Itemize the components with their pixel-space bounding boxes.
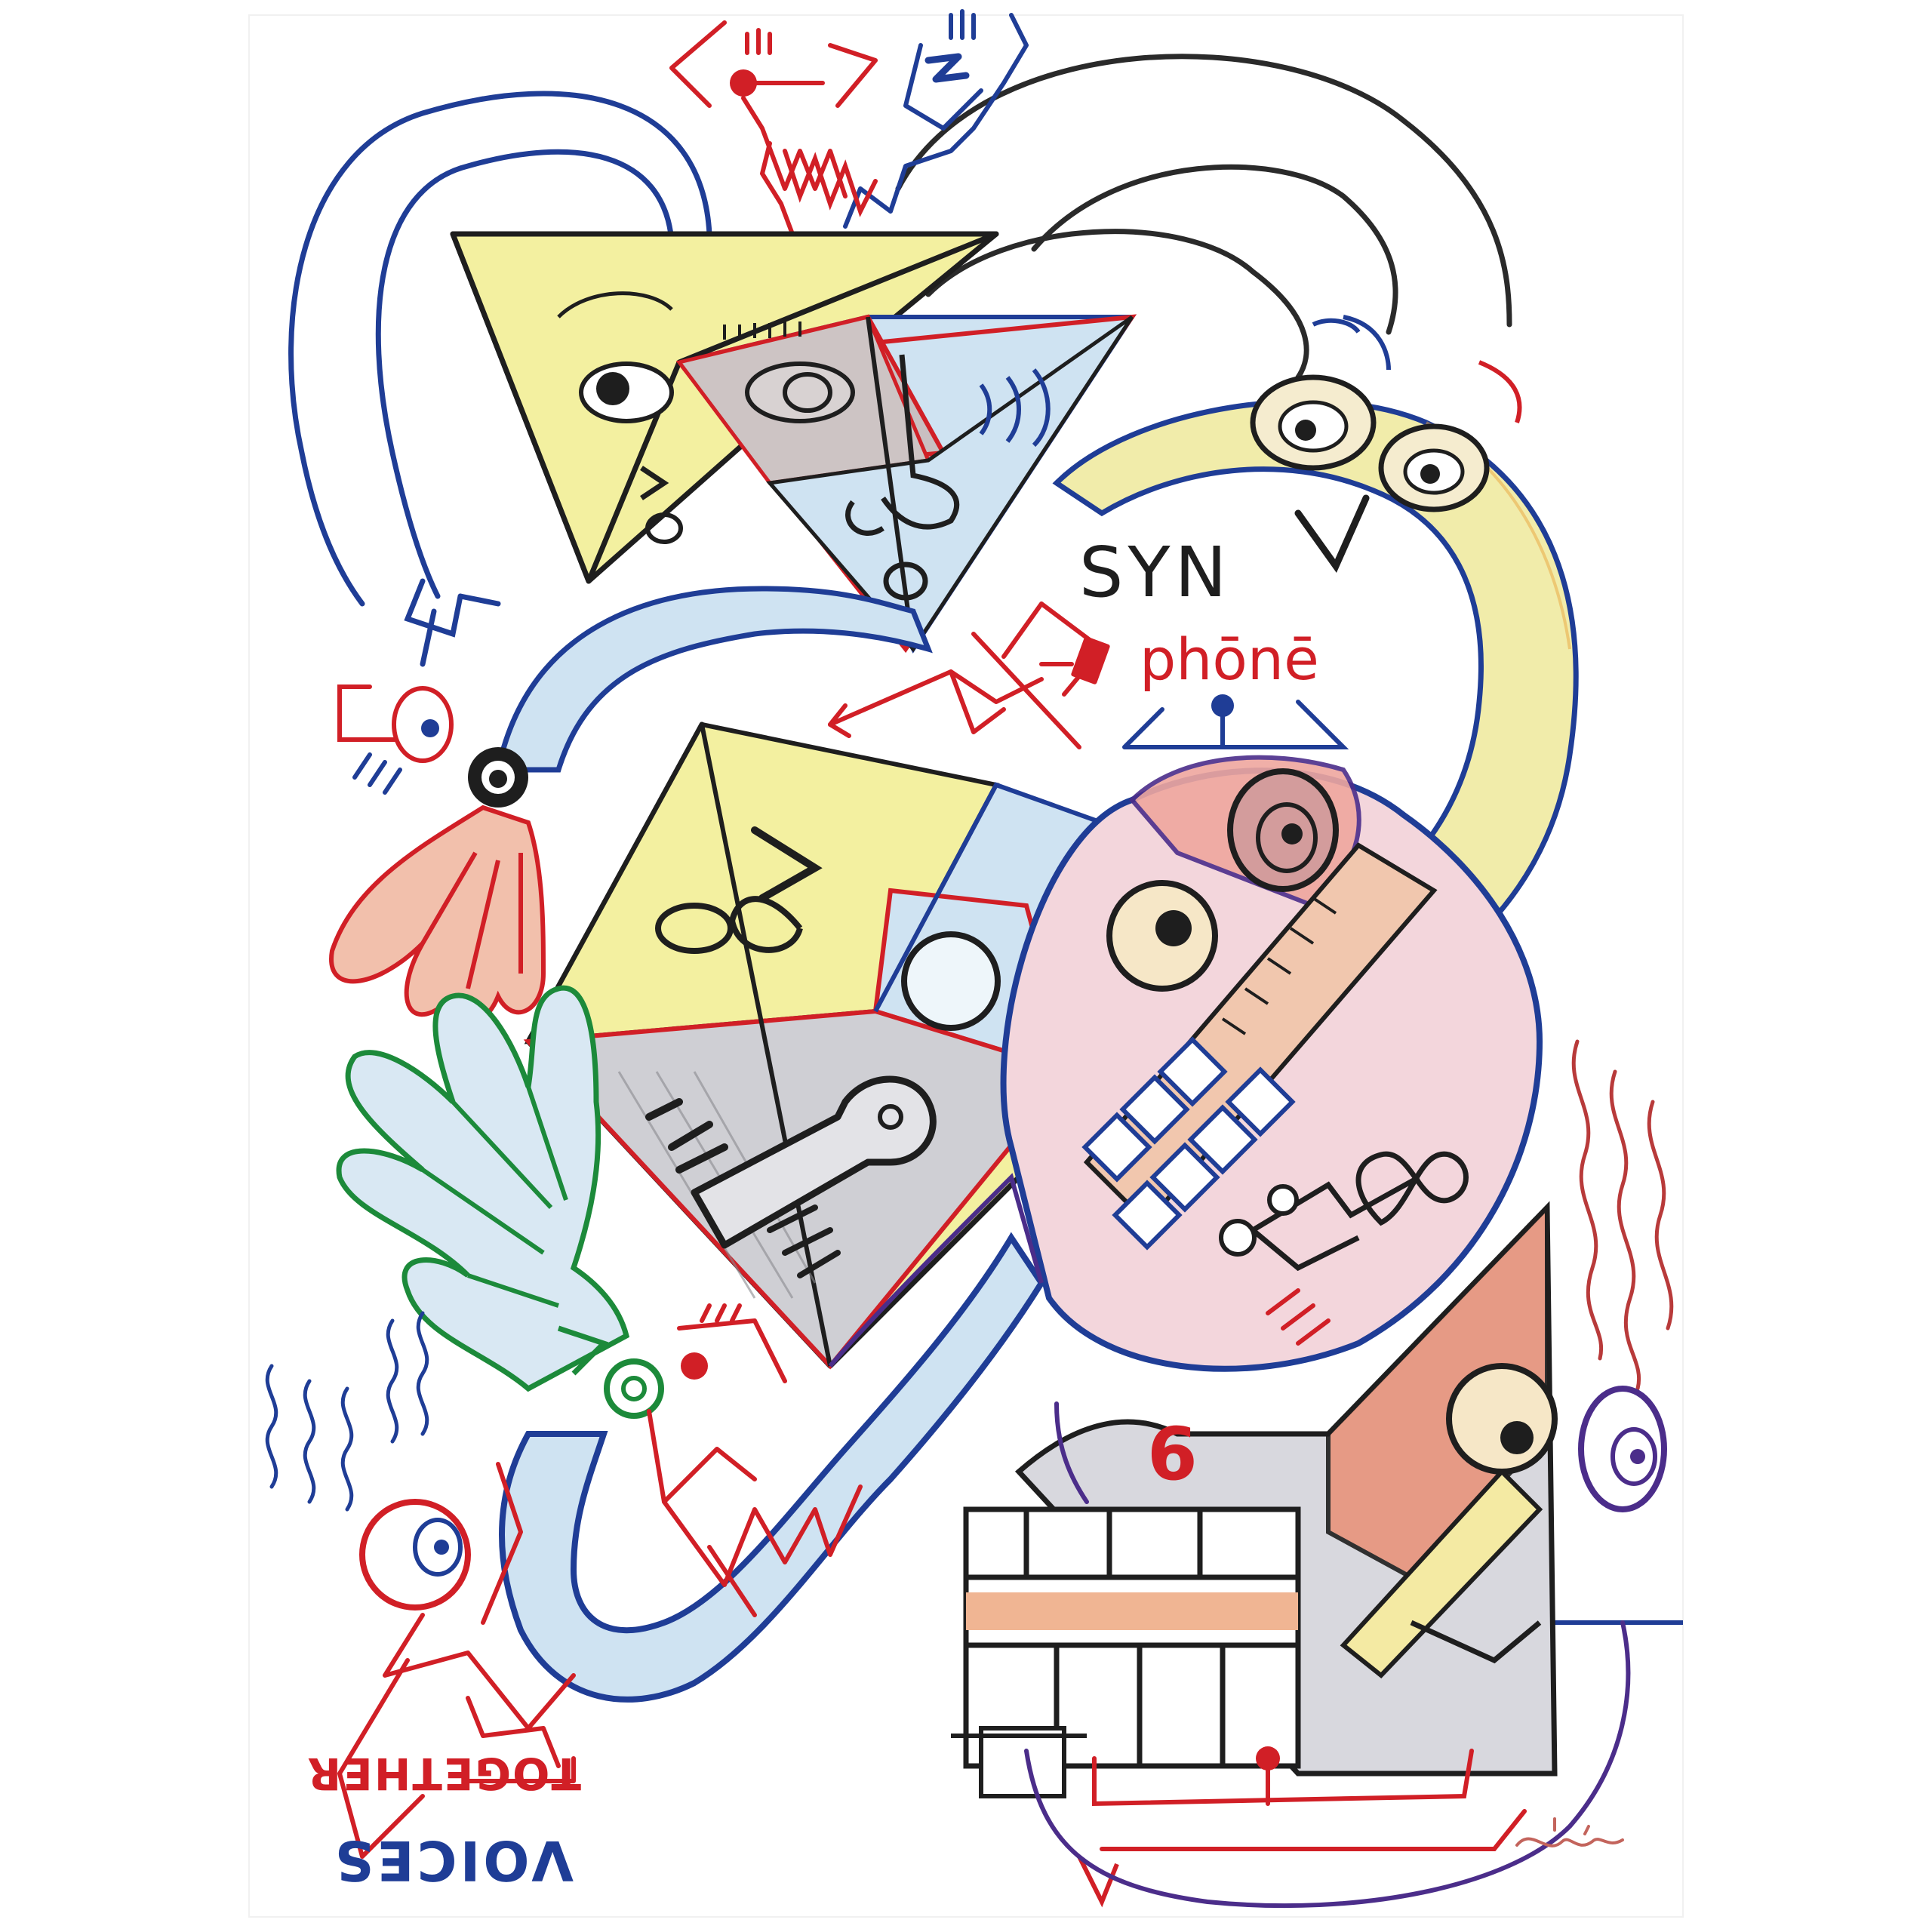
blue-s-tube: [499, 1173, 1045, 1703]
voices-text: VOICES: [332, 1829, 574, 1892]
together-text: TOGETHER: [306, 1748, 581, 1799]
right-squiggles: [1571, 1039, 1674, 1391]
syn-text: SYN: [1079, 532, 1231, 613]
signature-mark: [1515, 1817, 1624, 1847]
left-small-eye-figure: [337, 685, 454, 795]
central-prism: [523, 721, 1120, 1370]
yellow-arc: [1052, 315, 1579, 978]
blue-arcs: [288, 91, 712, 667]
green-hand: [336, 985, 664, 1419]
left-red-hand: [329, 747, 546, 1025]
bottom-right-face: [951, 1201, 1558, 1908]
voices-together-label: VOICES: [332, 1829, 574, 1892]
top-red-figure: [669, 20, 878, 236]
pink-body: [1000, 755, 1543, 1372]
phone-underline-figure: [1122, 694, 1349, 749]
black-arcs: [895, 54, 1512, 380]
purple-loop: [1024, 1401, 1631, 1909]
red-zigzag-figure: [647, 1303, 863, 1617]
six-text: 6: [1147, 1412, 1198, 1497]
phone-text: phōnē: [1140, 626, 1319, 693]
bottom-left-figure: [265, 1311, 576, 1859]
center-red-arrows: [828, 601, 1110, 749]
blue-tube: [494, 586, 933, 773]
top-red-zigzag: [783, 149, 878, 217]
together-label: TOGETHER: [306, 1748, 581, 1799]
top-triangle-face: [450, 231, 1137, 654]
right-blue-eye: [1547, 1386, 1683, 1625]
